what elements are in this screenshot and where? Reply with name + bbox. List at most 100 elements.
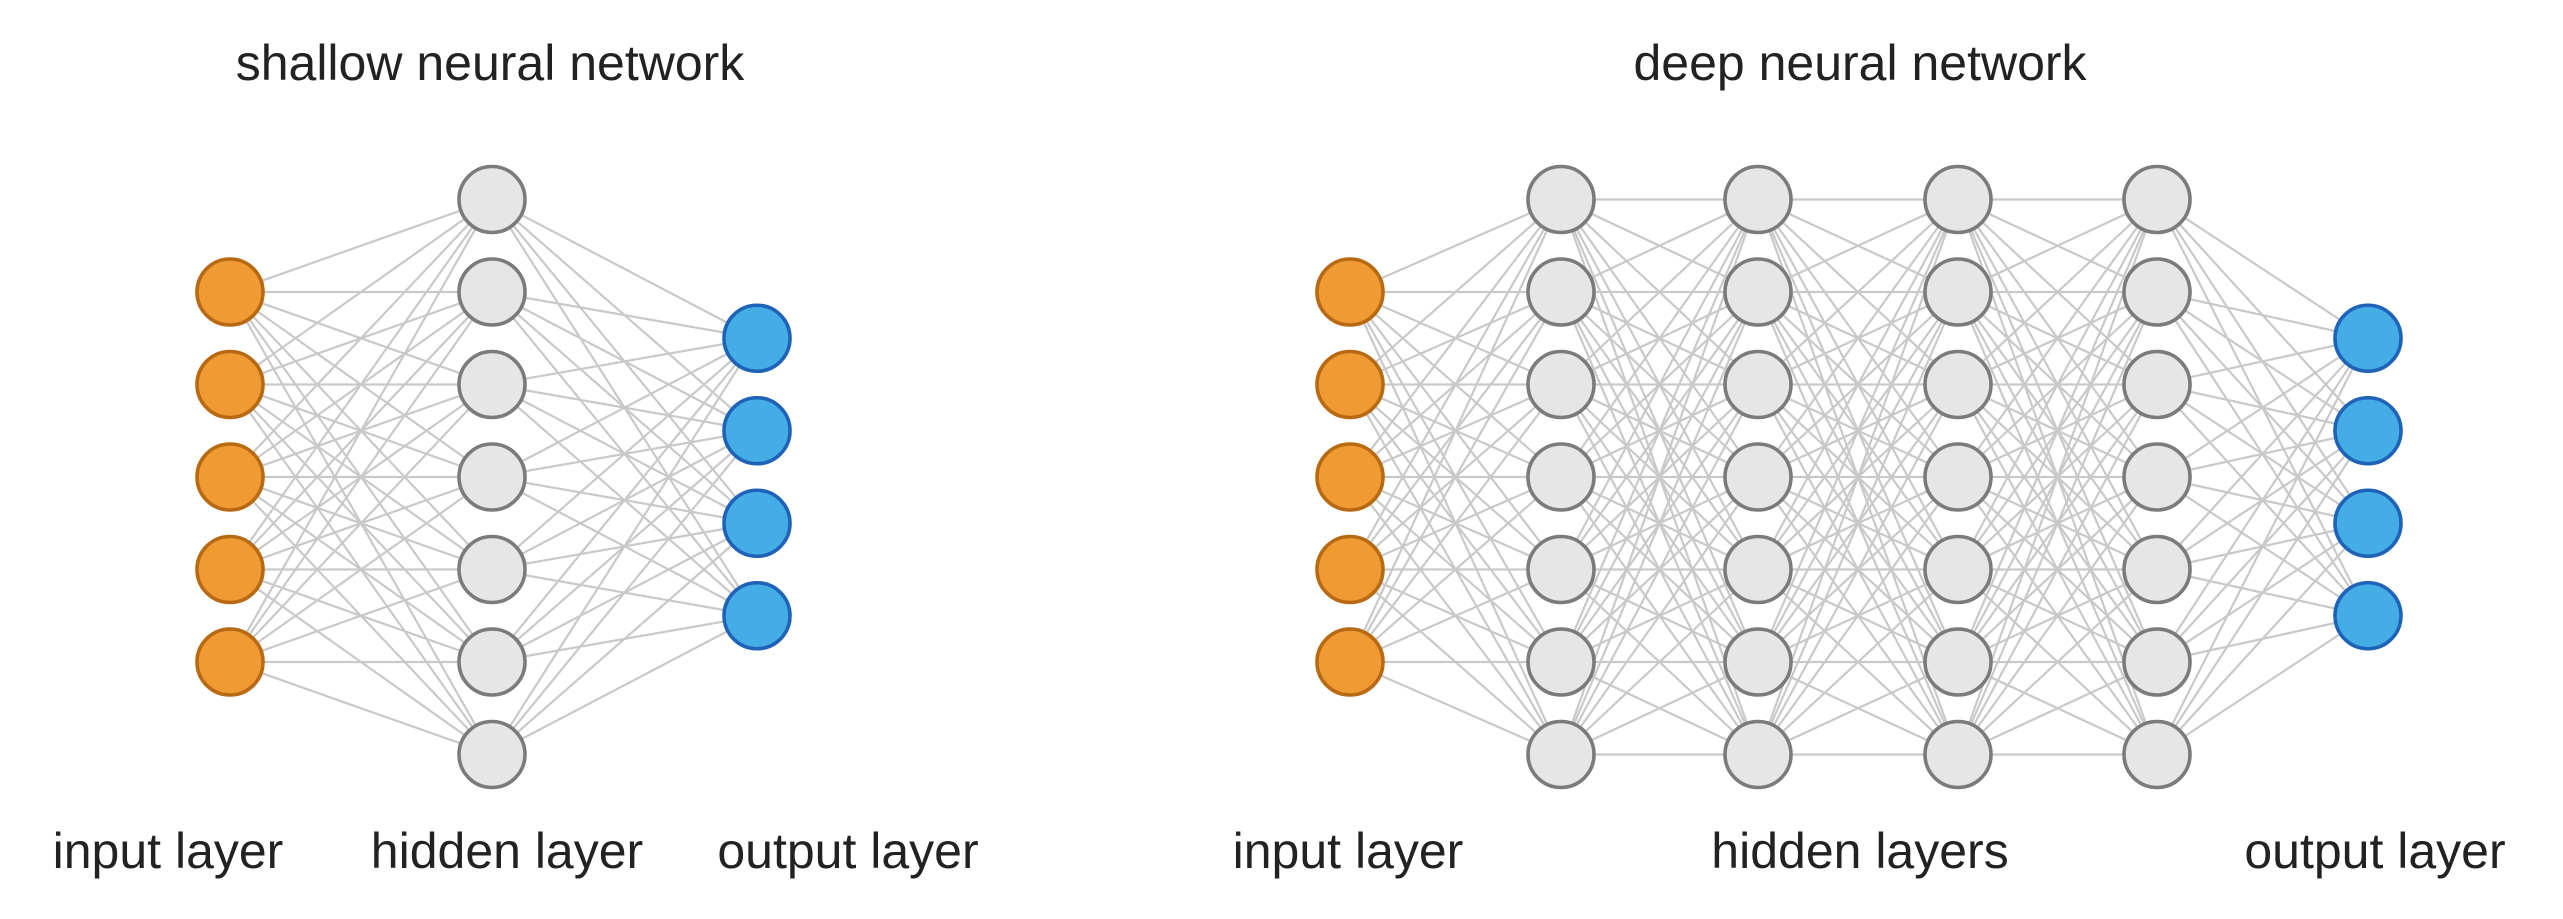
shallow-connection-l1-6-0 bbox=[491, 337, 758, 756]
shallow-hidden-node-l1-6 bbox=[457, 719, 527, 790]
deep-connection-l0-2-0 bbox=[1349, 198, 1562, 478]
deep-connection-l3-6-1 bbox=[1956, 291, 2159, 755]
deep-connection-l4-1-0 bbox=[2156, 290, 2369, 340]
deep-input-node-l0-0 bbox=[1315, 257, 1385, 327]
shallow-output-node-l2-3 bbox=[722, 580, 792, 651]
deep-connection-l0-4-6 bbox=[1349, 660, 1562, 756]
shallow-connection-l1-0-0 bbox=[491, 198, 758, 340]
deep-connection-l1-4-0 bbox=[1560, 198, 1759, 571]
deep-connection-l4-0-0 bbox=[2156, 198, 2369, 340]
shallow-connection-l0-4-1 bbox=[229, 291, 493, 663]
deep-connection-l0-4-3 bbox=[1349, 476, 1562, 663]
deep-connection-l3-6-5 bbox=[1957, 661, 2158, 756]
deep-connection-l0-4-4 bbox=[1349, 568, 1562, 664]
deep-network-connections bbox=[1348, 198, 2369, 756]
shallow-connection-l1-6-3 bbox=[491, 614, 758, 756]
shallow-connection-l0-4-3 bbox=[229, 476, 493, 663]
deep-connection-l2-5-0 bbox=[1756, 199, 1960, 663]
deep-connection-l2-4-0 bbox=[1757, 198, 1959, 571]
deep-hidden-node-l3-5 bbox=[1923, 627, 1993, 697]
deep-connection-l1-2-0 bbox=[1560, 198, 1759, 386]
deep-hidden-node-l2-2 bbox=[1723, 349, 1793, 420]
shallow-input-node-l0-2 bbox=[195, 442, 265, 512]
deep-connection-l3-6-2 bbox=[1957, 383, 2158, 756]
deep-hidden-node-l3-4 bbox=[1923, 534, 1993, 605]
deep-hidden-node-l4-0 bbox=[2122, 164, 2192, 235]
shallow-output-layer-label: output layer bbox=[717, 823, 978, 879]
deep-hidden-layers-label: hidden layers bbox=[1711, 823, 2008, 879]
deep-hidden-node-l3-6 bbox=[1923, 719, 1993, 790]
deep-connection-l2-6-3 bbox=[1757, 476, 1959, 756]
shallow-connection-l1-3-0 bbox=[491, 337, 758, 478]
shallow-connection-l1-2-0 bbox=[491, 337, 758, 386]
deep-connection-l4-6-0 bbox=[2156, 337, 2369, 755]
shallow-network-title: shallow neural network bbox=[236, 35, 746, 91]
deep-hidden-node-l1-3 bbox=[1526, 442, 1596, 512]
deep-connection-l3-2-0 bbox=[1957, 198, 2158, 386]
deep-connection-l1-1-0 bbox=[1560, 198, 1759, 293]
shallow-hidden-layer-label: hidden layer bbox=[371, 823, 643, 879]
deep-connection-l2-6-1 bbox=[1756, 291, 1960, 755]
shallow-output-node-l2-1 bbox=[722, 395, 792, 466]
shallow-connection-l0-0-0 bbox=[229, 198, 493, 294]
shallow-input-node-l0-1 bbox=[195, 349, 265, 420]
deep-connection-l4-2-0 bbox=[2156, 337, 2369, 386]
deep-connection-l1-6-5 bbox=[1560, 661, 1759, 756]
deep-connection-l0-4-1 bbox=[1349, 291, 1562, 663]
shallow-connection-l1-1-0 bbox=[491, 290, 758, 340]
shallow-connection-l0-4-6 bbox=[229, 660, 493, 756]
deep-hidden-node-l4-2 bbox=[2122, 349, 2192, 420]
shallow-connection-l1-5-0 bbox=[491, 337, 758, 663]
deep-connection-l0-4-0 bbox=[1348, 199, 1563, 663]
deep-connection-l4-4-0 bbox=[2156, 337, 2369, 571]
deep-hidden-node-l2-5 bbox=[1723, 627, 1793, 697]
deep-connection-l2-6-5 bbox=[1757, 661, 1959, 756]
deep-connection-l4-6-1 bbox=[2156, 430, 2369, 756]
deep-connection-l1-6-2 bbox=[1560, 383, 1759, 756]
shallow-input-layer-label: input layer bbox=[53, 823, 284, 879]
deep-hidden-node-l4-4 bbox=[2122, 534, 2192, 605]
shallow-connection-l0-2-0 bbox=[229, 198, 493, 478]
deep-connection-l2-3-0 bbox=[1757, 198, 1959, 478]
deep-connection-l3-1-0 bbox=[1957, 198, 2158, 293]
deep-connection-l3-6-4 bbox=[1957, 568, 2158, 756]
deep-input-node-l0-2 bbox=[1315, 442, 1385, 512]
deep-connection-l3-5-0 bbox=[1956, 199, 2159, 663]
deep-input-node-l0-4 bbox=[1315, 627, 1385, 697]
deep-connection-l4-3-0 bbox=[2156, 337, 2369, 478]
deep-connection-l0-1-0 bbox=[1349, 198, 1562, 386]
deep-hidden-node-l1-4 bbox=[1526, 534, 1596, 605]
deep-connection-l0-3-0 bbox=[1349, 198, 1562, 571]
deep-hidden-node-l1-5 bbox=[1526, 627, 1596, 697]
shallow-hidden-node-l1-2 bbox=[457, 349, 527, 420]
shallow-input-node-l0-4 bbox=[195, 627, 265, 697]
shallow-hidden-node-l1-1 bbox=[457, 257, 527, 327]
deep-hidden-node-l2-4 bbox=[1723, 534, 1793, 605]
deep-connection-l3-6-3 bbox=[1957, 476, 2158, 756]
deep-connection-l3-3-0 bbox=[1957, 198, 2158, 478]
deep-hidden-node-l3-3 bbox=[1923, 442, 1993, 512]
deep-hidden-node-l4-1 bbox=[2122, 257, 2192, 327]
shallow-connection-l0-4-0 bbox=[229, 198, 493, 663]
deep-output-node-l5-0 bbox=[2333, 303, 2403, 374]
deep-hidden-node-l2-0 bbox=[1723, 164, 1793, 235]
shallow-input-node-l0-0 bbox=[195, 257, 265, 327]
deep-network-nodes bbox=[1315, 164, 2403, 790]
deep-hidden-node-l1-6 bbox=[1526, 719, 1596, 790]
shallow-hidden-node-l1-3 bbox=[457, 442, 527, 512]
deep-hidden-node-l2-1 bbox=[1723, 257, 1793, 327]
shallow-connection-l0-4-4 bbox=[229, 568, 493, 664]
shallow-connection-l1-6-1 bbox=[491, 430, 758, 756]
shallow-connection-l0-3-0 bbox=[229, 198, 493, 571]
deep-hidden-node-l1-2 bbox=[1526, 349, 1596, 420]
deep-hidden-node-l1-0 bbox=[1526, 164, 1596, 235]
shallow-connection-l1-6-2 bbox=[491, 522, 758, 756]
deep-hidden-node-l1-1 bbox=[1526, 257, 1596, 327]
deep-network: deep neural network input layer hidden l… bbox=[1233, 35, 2506, 879]
deep-hidden-node-l4-3 bbox=[2122, 442, 2192, 512]
deep-hidden-node-l4-6 bbox=[2122, 719, 2192, 790]
shallow-output-node-l2-0 bbox=[722, 303, 792, 374]
deep-network-title: deep neural network bbox=[1633, 35, 2087, 91]
